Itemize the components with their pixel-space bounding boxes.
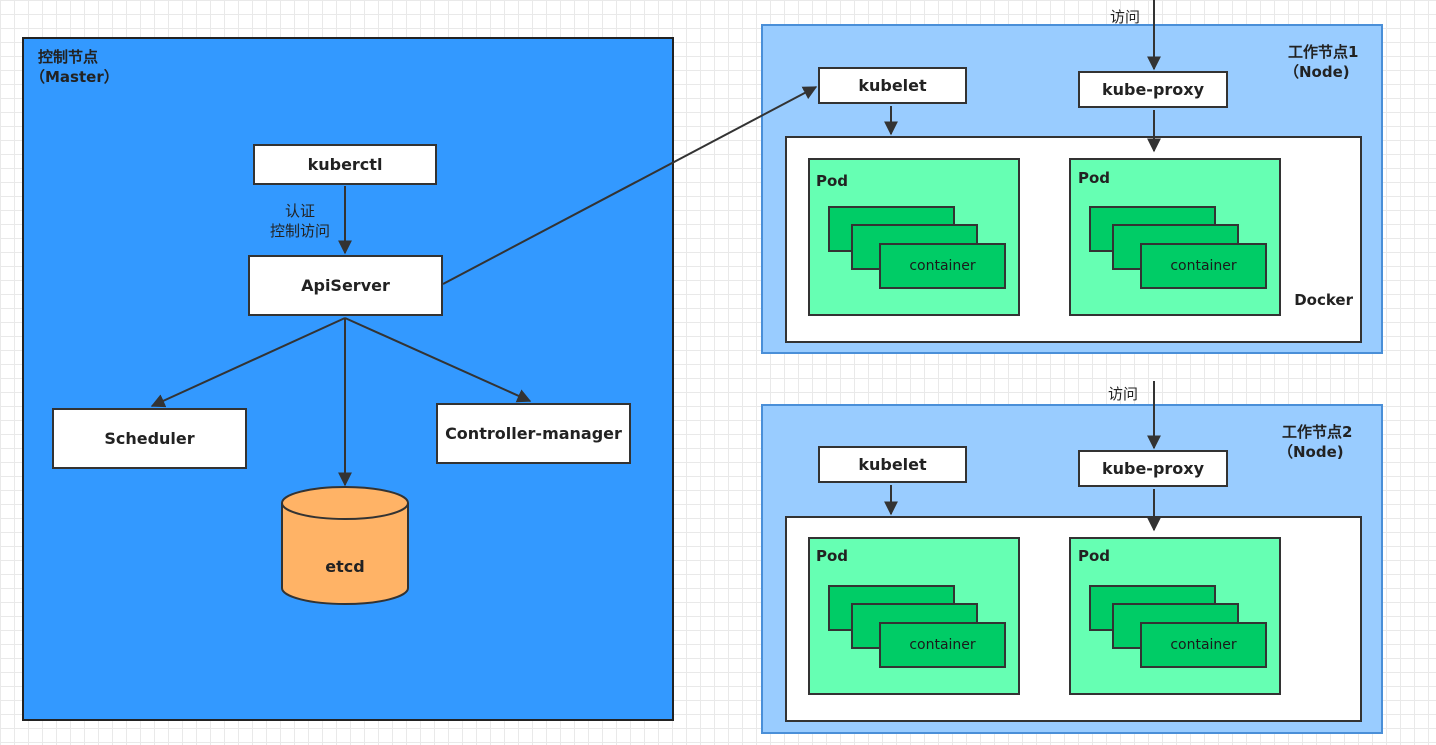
- arrow-apiserver-to-controller-manager: [344, 317, 532, 403]
- access-control-label: 控制访问: [269, 222, 330, 240]
- controller-manager-box[interactable]: Controller-manager: [436, 403, 631, 464]
- kuberctl-box[interactable]: kuberctl: [253, 144, 437, 185]
- apiserver-box[interactable]: ApiServer: [248, 255, 443, 316]
- arrow-apiserver-to-kubelet: [442, 86, 818, 285]
- node1-kube-proxy-box[interactable]: kube-proxy: [1078, 71, 1228, 108]
- node2-subtitle: （Node): [1278, 443, 1344, 461]
- node2-pod-1-container[interactable]: container: [879, 622, 1006, 668]
- node1-pod-1-container[interactable]: container: [879, 243, 1006, 289]
- node1-title: 工作节点1: [1288, 43, 1359, 61]
- node2-pod-2-container[interactable]: container: [1140, 622, 1267, 668]
- node2-kubelet-box[interactable]: kubelet: [818, 446, 967, 483]
- etcd-database[interactable]: etcd: [281, 486, 409, 605]
- node1-pod-1-label: Pod: [816, 172, 849, 190]
- node1-kubelet-box[interactable]: kubelet: [818, 67, 967, 104]
- node1-subtitle: （Node): [1284, 63, 1350, 81]
- node2-access-label: 访问: [1108, 385, 1139, 403]
- arrow-apiserver-to-scheduler: [150, 317, 346, 408]
- node2-pod-2-label: Pod: [1078, 547, 1111, 565]
- node1-pod-2-container[interactable]: container: [1140, 243, 1267, 289]
- node1-pod-2-label: Pod: [1078, 169, 1111, 187]
- node1-docker-label: Docker: [1294, 291, 1353, 309]
- node1-access-label: 访问: [1110, 8, 1141, 26]
- auth-label: 认证: [284, 202, 315, 220]
- node2-kube-proxy-box[interactable]: kube-proxy: [1078, 450, 1228, 487]
- scheduler-box[interactable]: Scheduler: [52, 408, 247, 469]
- node2-pod-1-label: Pod: [816, 547, 849, 565]
- etcd-label: etcd: [325, 557, 364, 576]
- master-subtitle: （Master）: [30, 68, 119, 86]
- master-title: 控制节点: [38, 48, 99, 66]
- node2-title: 工作节点2: [1282, 423, 1353, 441]
